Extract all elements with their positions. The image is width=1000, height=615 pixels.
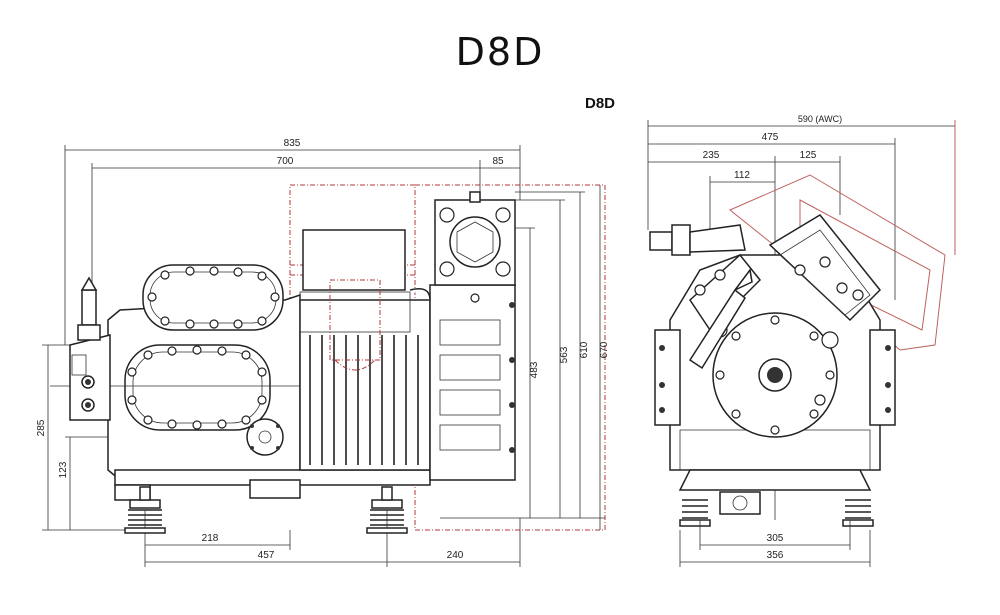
dim-670: 670 bbox=[599, 341, 610, 358]
dim-112: 112 bbox=[734, 170, 750, 181]
oil-pump-flange bbox=[246, 418, 284, 456]
base-plate bbox=[678, 469, 872, 491]
spring-mount-front-left bbox=[679, 499, 711, 527]
dim-457: 457 bbox=[258, 550, 275, 561]
suction-valve-assembly bbox=[69, 276, 111, 421]
spring-mount-right bbox=[366, 486, 408, 534]
dim-590-awc: 590 (AWC) bbox=[798, 114, 842, 124]
dim-285: 285 bbox=[36, 419, 47, 436]
dim-356: 356 bbox=[767, 550, 784, 561]
dim-835: 835 bbox=[284, 138, 301, 149]
dim-483: 483 bbox=[529, 361, 540, 378]
dim-85: 85 bbox=[492, 156, 504, 167]
bolts-top bbox=[147, 266, 280, 329]
terminal-box bbox=[409, 191, 516, 481]
front-view: 590 (AWC) 475 235 125 112 bbox=[647, 114, 956, 567]
dim-235: 235 bbox=[703, 150, 720, 161]
dim-610: 610 bbox=[579, 341, 590, 358]
dim-305: 305 bbox=[767, 533, 784, 544]
dim-475: 475 bbox=[762, 132, 779, 143]
drawing-label: D8D bbox=[585, 95, 616, 112]
dim-563: 563 bbox=[559, 346, 570, 363]
dim-218: 218 bbox=[202, 533, 219, 544]
cylinder-head-top bbox=[142, 264, 284, 331]
spring-mount-front-right bbox=[842, 499, 874, 527]
page-title: D8D bbox=[455, 30, 545, 74]
dim-700: 700 bbox=[277, 156, 294, 167]
motor-housing bbox=[299, 229, 431, 471]
discharge-fitting bbox=[649, 224, 746, 256]
side-view: 835 700 85 483 563 610 670 285 123 218 4… bbox=[36, 138, 610, 567]
bolts-side bbox=[127, 345, 267, 430]
dim-125: 125 bbox=[800, 150, 817, 161]
dim-240: 240 bbox=[447, 550, 464, 561]
cylinder-head-side bbox=[124, 344, 271, 431]
spring-mount-left bbox=[124, 486, 166, 534]
dim-123: 123 bbox=[58, 461, 69, 478]
